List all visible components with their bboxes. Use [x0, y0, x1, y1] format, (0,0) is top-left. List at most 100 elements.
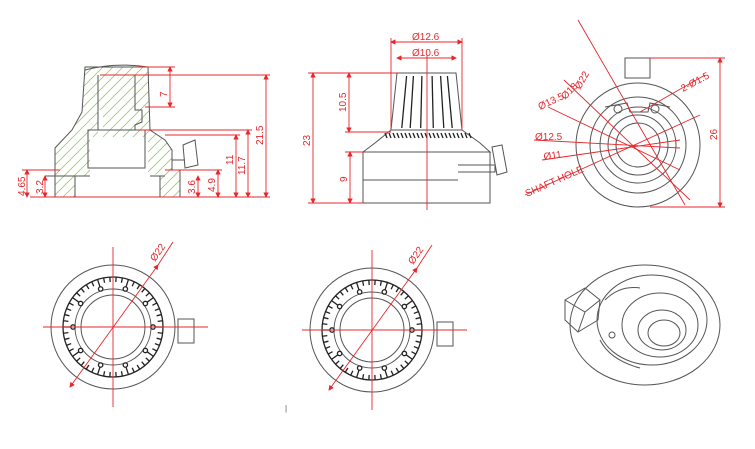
- dim-4-9: 4.9: [207, 178, 218, 192]
- dial-tick: [136, 364, 141, 370]
- dial-tick: [141, 361, 146, 366]
- dial-tick: [156, 313, 162, 317]
- dim-21-5: 21.5: [255, 125, 266, 145]
- collar-tick: [400, 132, 404, 139]
- dial-tick: [152, 348, 158, 352]
- dial-tick: [404, 360, 409, 365]
- dial-tick: [102, 277, 106, 283]
- dim-dia-10-6: Ø10.6: [412, 48, 440, 59]
- collar-tick: [408, 132, 412, 139]
- dial-tick: [125, 279, 130, 288]
- dial-tick: [85, 284, 90, 290]
- dial-tick: [355, 369, 360, 378]
- hatch-line: [55, 67, 61, 197]
- dial-tick: [66, 307, 72, 312]
- knob-flute: [409, 75, 415, 129]
- dial-tick: [152, 302, 158, 306]
- lock-tab: [436, 321, 454, 347]
- dial-tick: [102, 371, 106, 377]
- dial-tick: [76, 357, 81, 362]
- dial-tick: [154, 342, 160, 347]
- collar-tick: [436, 132, 440, 139]
- collar-tick: [432, 132, 436, 139]
- dial-tick: [344, 367, 349, 373]
- dial-number-mark: [356, 365, 363, 371]
- dim-dia-11: Ø11: [543, 149, 563, 162]
- dim-3-2: 3.2: [35, 180, 46, 194]
- dial-tick: [156, 337, 162, 341]
- dial-tick: [361, 374, 365, 380]
- collar-tick: [416, 132, 420, 139]
- dial-tick: [68, 348, 74, 352]
- dial-number-mark: [142, 347, 149, 354]
- dial-tick: [400, 291, 405, 296]
- collar-tick: [444, 132, 448, 139]
- dial-tick: [91, 367, 95, 373]
- isometric-view: [564, 264, 721, 386]
- front-view-a: Ø22: [43, 242, 208, 407]
- dial-tick: [404, 295, 409, 300]
- dial-tick: [384, 369, 389, 378]
- dial-tick: [335, 360, 340, 365]
- dial-tick: [323, 316, 329, 320]
- side-view: Ø12.6 Ø10.6 23 10.5 9: [302, 32, 508, 210]
- dial-tick: [411, 305, 417, 309]
- dial-tick: [322, 323, 328, 326]
- dial-tick: [331, 354, 339, 360]
- hatch-line: [55, 67, 101, 197]
- collar-tick: [428, 132, 432, 139]
- dial-number-mark: [122, 286, 129, 292]
- collar-tick: [388, 132, 392, 139]
- dial-tick: [141, 288, 146, 293]
- dial-tick: [395, 367, 400, 373]
- dial-tick: [66, 342, 72, 347]
- dim-7: 7: [159, 91, 170, 97]
- hatch-line: [55, 67, 151, 197]
- dial-tick: [157, 331, 163, 334]
- dim-11-7: 11.7: [237, 156, 248, 175]
- dial-tick: [64, 337, 70, 341]
- dial-tick: [157, 320, 163, 323]
- dial-tick: [335, 295, 340, 300]
- collar-tick: [412, 132, 416, 139]
- dim-dia-12-6: Ø12.6: [412, 32, 440, 43]
- dim-3-6: 3.6: [187, 180, 198, 194]
- knob-flute: [446, 75, 453, 129]
- dial-tick: [350, 284, 354, 290]
- dial-tick: [331, 300, 339, 306]
- dial-tick: [76, 292, 81, 297]
- dia-leader-ext: [416, 244, 433, 269]
- dial-number-mark: [77, 347, 84, 354]
- dial-number-mark: [401, 350, 408, 357]
- dim-2-dia-1-5: 2-Ø1.5: [679, 70, 712, 94]
- dial-tick: [125, 366, 130, 375]
- dia-leader: [69, 264, 159, 388]
- knob-flute: [420, 75, 423, 129]
- dial-tick: [350, 370, 354, 376]
- dial-tick: [355, 282, 360, 291]
- dim-26: 26: [709, 128, 720, 140]
- hatch-line: [149, 67, 180, 197]
- collar-tick: [448, 132, 452, 139]
- dial-tick: [405, 354, 413, 360]
- collar-tick: [464, 132, 468, 139]
- dial-tick: [379, 280, 383, 286]
- dial-tick: [63, 331, 69, 334]
- dial-tick: [327, 305, 333, 309]
- front-view-b: Ø22: [302, 245, 467, 410]
- dial-number-mark: [336, 303, 343, 310]
- dial-tick: [323, 340, 329, 344]
- bottom-view: Ø22 Ø18 Ø13.5 Ø12.5 Ø11 SHAFT HOLE 2-Ø1.…: [524, 19, 725, 208]
- dial-tick: [72, 297, 80, 303]
- dial-number-mark: [122, 362, 129, 368]
- dim-dia-12-5: Ø12.5: [535, 132, 563, 143]
- collar-tick: [468, 132, 472, 139]
- dim-11: 11: [225, 154, 236, 165]
- lock-tab: [177, 318, 195, 344]
- dial-tick: [120, 371, 124, 377]
- dial-number-mark: [401, 303, 408, 310]
- dial-tick: [390, 370, 394, 376]
- collar-tick: [396, 132, 400, 139]
